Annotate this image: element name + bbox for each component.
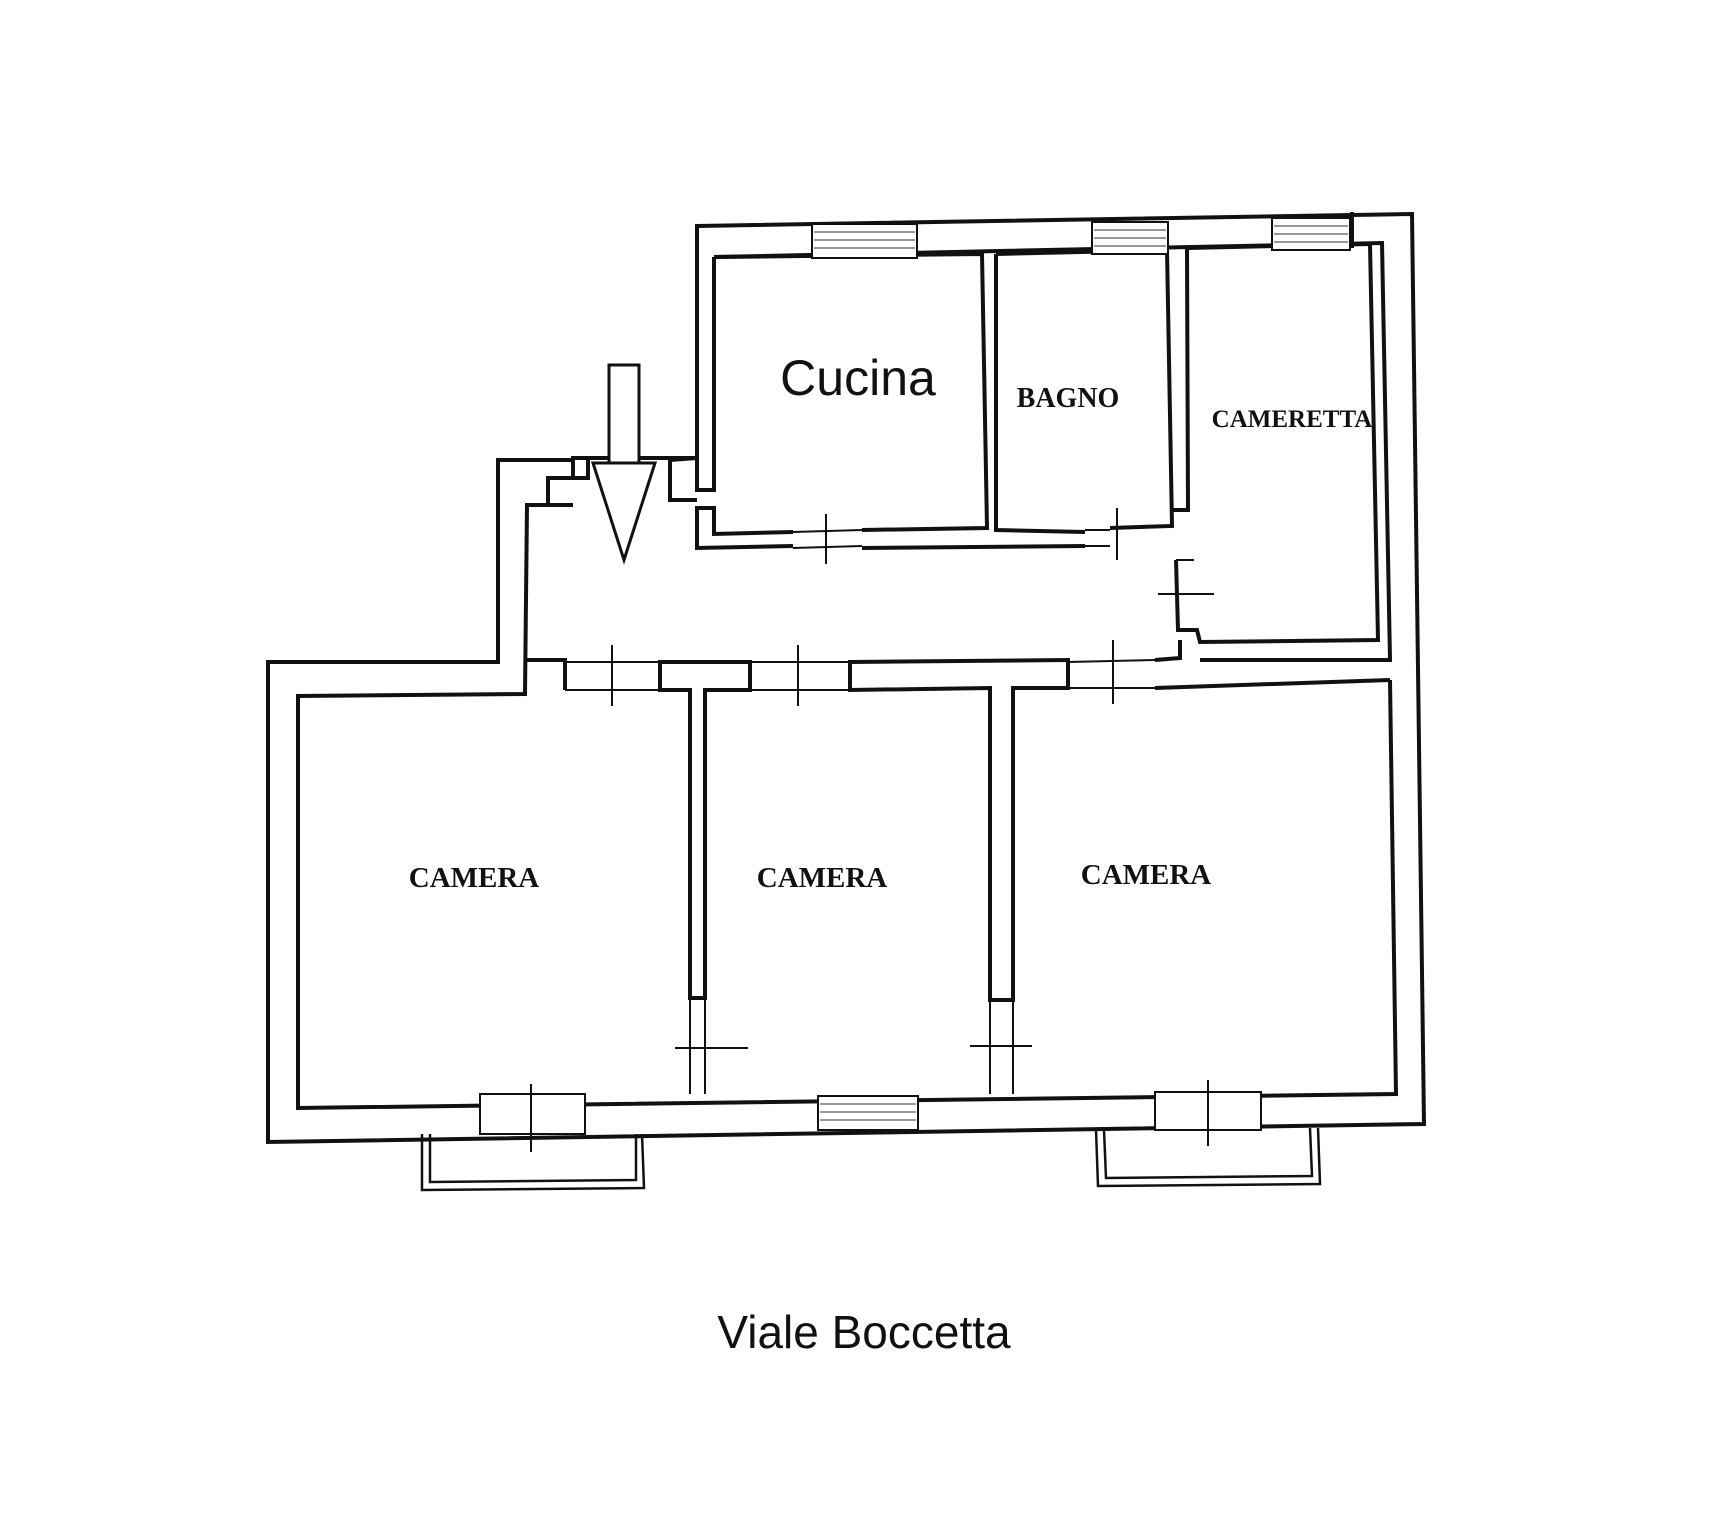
room-label-bedroom-center: CAMERA (757, 862, 888, 894)
room-label-bathroom: BAGNO (1017, 383, 1120, 414)
bathroom-walls (861, 247, 1175, 550)
bottom-openings (479, 1080, 1262, 1152)
balconies (420, 1127, 1322, 1192)
top-windows (811, 217, 1351, 259)
door-marks (565, 508, 1214, 1094)
balcony-right (1094, 1127, 1322, 1188)
room-label-cameretta: CAMERETTA (1212, 406, 1373, 433)
room-label-bedroom-right: CAMERA (1081, 859, 1212, 891)
balcony-left (420, 1133, 646, 1192)
arrow-down-icon (590, 363, 658, 565)
cameretta-walls (1172, 212, 1381, 645)
street-label: Viale Boccetta (717, 1306, 1011, 1358)
room-label-bedroom-left: CAMERA (409, 862, 540, 894)
room-label-kitchen: Cucina (780, 350, 936, 406)
